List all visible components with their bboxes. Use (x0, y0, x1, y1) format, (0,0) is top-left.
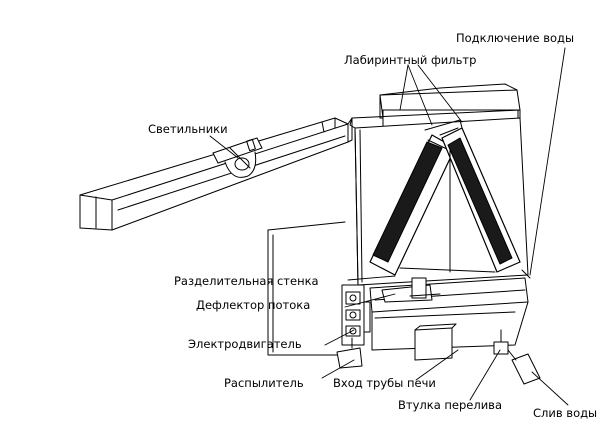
label-lamps: Светильники (148, 122, 228, 136)
water-connection-pipe (521, 269, 531, 279)
lower-panel (267, 221, 346, 356)
oven-pipe-inlet-box (414, 323, 457, 361)
label-overflow-sleeve: Втулка перелива (398, 398, 503, 412)
leader-lines (209, 47, 569, 406)
motor-block (341, 284, 371, 346)
label-sprayer: Распылитель (224, 376, 304, 390)
lamp-fixture (212, 137, 263, 178)
label-water-connection: Подключение воды (456, 31, 575, 45)
labyrinth-filter-right (439, 127, 521, 273)
label-partition-wall: Разделительная стенка (174, 274, 319, 288)
deflector (381, 277, 441, 303)
label-oven-pipe-inlet: Вход трубы печи (333, 376, 436, 390)
label-water-drain: Слив воды (533, 406, 598, 420)
drain-pipe (507, 349, 541, 385)
label-motor: Электродвигатель (188, 337, 302, 351)
label-labyrinth-filter: Лабиринтный фильтр (344, 53, 477, 67)
labyrinth-filter-left (369, 134, 456, 276)
overflow-sleeve (493, 329, 509, 355)
water-tray (369, 277, 529, 351)
label-flow-deflector: Дефлектор потока (196, 298, 311, 312)
sprayer (336, 337, 363, 369)
